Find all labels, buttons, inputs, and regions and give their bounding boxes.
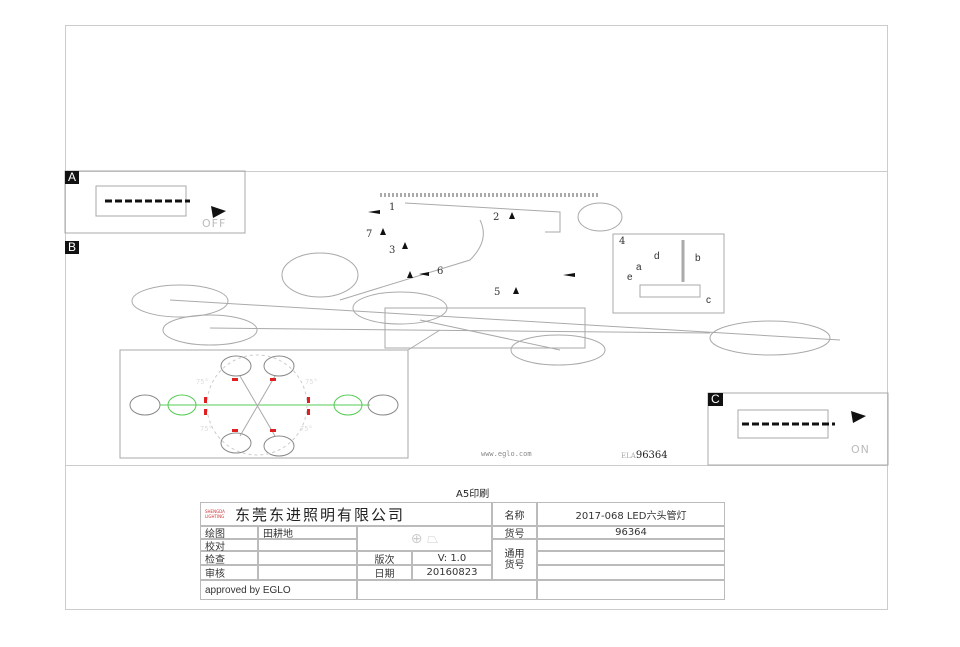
step-5: 5 — [494, 287, 501, 298]
lamp-shade — [162, 314, 258, 346]
general-no-label: 通用货号 — [492, 539, 537, 580]
drawn-label: 绘图 — [200, 526, 258, 540]
lamp-shade — [352, 291, 448, 325]
arm — [209, 327, 711, 334]
switch-off-label: OFF — [202, 217, 227, 230]
title-block: SHENGDA LIGHTING 东莞东进照明有限公司 名称 2017-068 … — [200, 502, 725, 600]
mounting-bracket — [404, 202, 561, 233]
step-7: 7 — [366, 229, 373, 240]
cable-detail-circle — [281, 252, 359, 298]
lamp-shade — [131, 284, 229, 318]
drawing-sheet-border — [65, 25, 888, 610]
angle-label: 75° — [200, 425, 213, 433]
panel-label-a: A — [65, 171, 80, 184]
date-label: 日期 — [357, 565, 412, 580]
switch-on-label: ON — [851, 443, 870, 456]
panel-label-b: B — [65, 241, 80, 254]
screw-detail-circle — [577, 202, 623, 232]
model-number: 96364 — [635, 450, 668, 461]
version-value: V: 1.0 — [412, 551, 492, 565]
general-no-row — [537, 565, 725, 580]
shade-top — [129, 394, 161, 416]
angle-label: 75° — [305, 378, 318, 386]
canopy — [384, 307, 586, 349]
rotation-circle — [206, 354, 308, 456]
shade-top — [220, 355, 252, 377]
detail-letter-a: a — [636, 262, 642, 273]
name-label: 名称 — [492, 502, 537, 526]
divider — [65, 465, 888, 466]
proof-label: 校对 — [200, 539, 258, 553]
item-no-label: 货号 — [492, 526, 537, 540]
detail-letter-c: c — [706, 295, 711, 306]
detail-4-frame — [612, 233, 725, 314]
switch-arrow-c — [851, 411, 866, 423]
arm — [169, 299, 841, 341]
drawn-value: 田耕地 — [258, 526, 357, 540]
company-cell: SHENGDA LIGHTING 东莞东进照明有限公司 — [200, 502, 492, 526]
step-3: 3 — [389, 245, 396, 256]
cable — [339, 219, 484, 301]
arm — [419, 319, 561, 351]
company-name: 东莞东进照明有限公司 — [235, 505, 406, 524]
detail-4-label: 4 — [619, 236, 626, 247]
check-value — [258, 551, 357, 565]
panel-a-frame — [64, 170, 246, 234]
divider — [65, 171, 888, 172]
shade-top — [367, 394, 399, 416]
angle-label: 75° — [196, 378, 209, 386]
angle-label: 75° — [300, 425, 313, 433]
lamp-shade — [510, 334, 606, 366]
detail-letter-e: e — [627, 272, 633, 283]
name-value: 2017-068 LED六头管灯 — [537, 502, 725, 526]
detail-letter-d: d — [654, 251, 660, 262]
blank-cell — [357, 580, 537, 600]
general-no-row — [537, 551, 725, 565]
model-prefix: ELA — [621, 452, 636, 460]
version-label: 版次 — [357, 551, 412, 566]
lamp-shade — [709, 320, 831, 356]
item-no-value: 96364 — [537, 526, 725, 539]
switch-arrow-a — [211, 206, 226, 218]
check-label: 检查 — [200, 551, 258, 566]
step-1: 1 — [389, 202, 396, 213]
approved-by: approved by EGLO — [200, 580, 357, 600]
blank-cell — [537, 580, 725, 600]
top-view-inset — [119, 349, 409, 459]
general-no-row — [537, 539, 725, 551]
print-note: A5印刷 — [456, 489, 490, 500]
terminal-detail — [639, 284, 701, 298]
shade-top — [263, 355, 295, 377]
step-6: 6 — [437, 266, 444, 277]
shade-top — [220, 432, 252, 454]
review-label: 审核 — [200, 565, 258, 580]
projection-symbol: ⊕ ⏢ — [357, 526, 492, 551]
shade-top — [263, 435, 295, 457]
arm-top — [239, 375, 276, 437]
rotation-marks — [204, 378, 310, 432]
model-code: ELA96364 — [621, 450, 668, 461]
leader-line — [407, 329, 441, 351]
proof-value — [258, 539, 357, 551]
review-value — [258, 565, 357, 580]
detail-letter-b: b — [695, 253, 701, 264]
step-2: 2 — [493, 212, 500, 223]
company-logo: SHENGDA LIGHTING — [205, 509, 225, 519]
date-value: 20160823 — [412, 565, 492, 580]
website: www.eglo.com — [481, 450, 532, 458]
panel-label-c: C — [708, 393, 723, 406]
panel-c-frame — [707, 392, 889, 466]
step-arrows — [368, 210, 575, 294]
